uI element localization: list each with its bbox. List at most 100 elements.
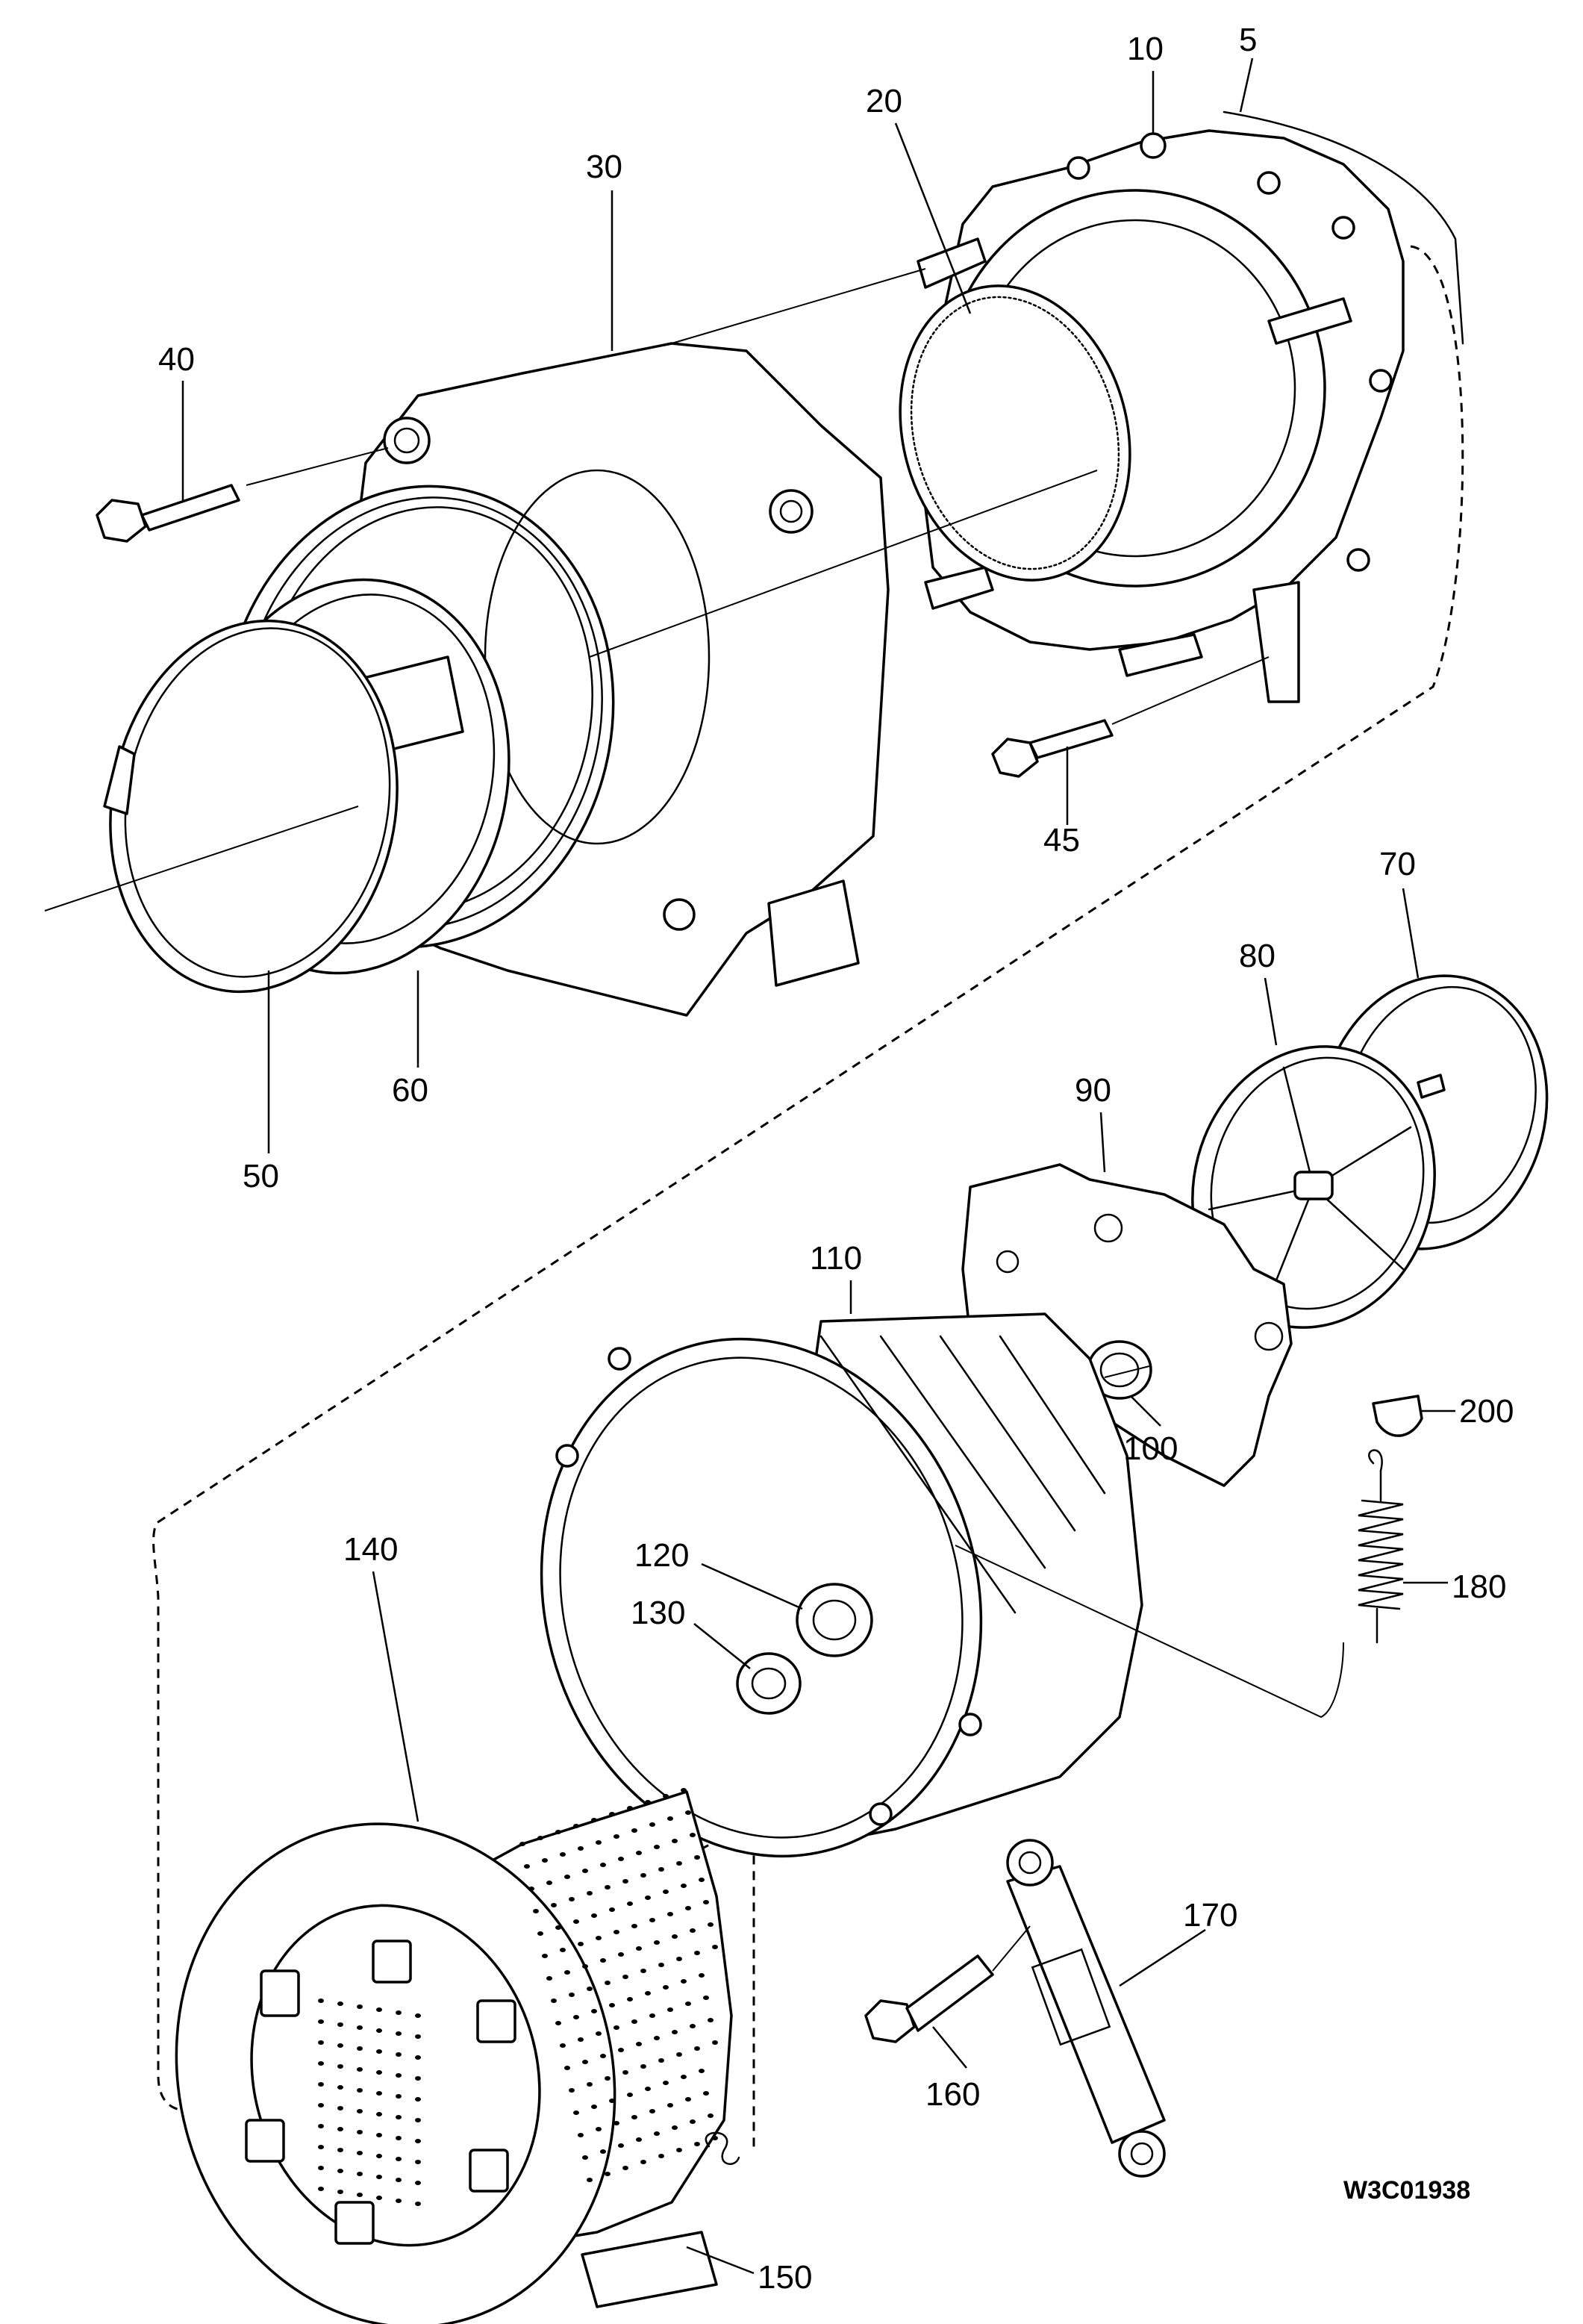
perforation-hole xyxy=(636,1851,642,1855)
perforation-hole xyxy=(573,2015,579,2019)
perforation-hole xyxy=(357,2151,363,2155)
perforation-hole xyxy=(357,2193,363,2197)
perforation-hole xyxy=(609,1812,615,1816)
leader-lines xyxy=(181,57,1455,2275)
perforation-hole xyxy=(663,1890,669,1894)
perforation-hole xyxy=(685,2001,691,2006)
perforation-hole xyxy=(667,2007,673,2012)
perforation-hole xyxy=(600,1958,606,1963)
perforation-hole xyxy=(600,1863,606,1867)
perforation-hole xyxy=(649,1822,655,1827)
perforation-hole xyxy=(551,1903,557,1907)
callout-110: 110 xyxy=(810,1240,862,1277)
perforation-hole xyxy=(569,1897,575,1901)
perforation-hole xyxy=(415,2118,421,2122)
perforation-hole xyxy=(622,2070,628,2075)
perforation-hole xyxy=(618,2048,624,2052)
perforation-hole xyxy=(658,1867,664,1872)
perforation-hole xyxy=(618,1857,624,1861)
perforation-hole xyxy=(318,2019,324,2024)
callout-40: 40 xyxy=(158,341,195,378)
perforation-hole xyxy=(415,2181,421,2185)
bearing-inner xyxy=(796,1583,873,1657)
perforation-hole xyxy=(396,2094,402,2099)
perforation-hole xyxy=(596,1840,602,1845)
perforation-hole xyxy=(415,2160,421,2164)
perforation-hole xyxy=(631,2019,637,2024)
perforation-hole xyxy=(640,1969,646,1973)
perforation-hole xyxy=(649,2109,655,2113)
perforation-hole xyxy=(318,2103,324,2108)
callout-90: 90 xyxy=(1075,1072,1111,1109)
perforation-hole xyxy=(681,2075,687,2079)
perforation-hole xyxy=(613,2025,619,2030)
perforation-hole xyxy=(627,2093,633,2097)
perforation-hole xyxy=(587,1891,593,1895)
perforation-hole xyxy=(609,1907,615,1912)
perforation-hole xyxy=(645,1800,651,1804)
perforation-hole xyxy=(694,1951,700,1955)
perforation-hole xyxy=(357,2046,363,2051)
perforation-hole xyxy=(708,1922,714,1927)
perforation-hole xyxy=(654,1940,660,1945)
perforation-hole xyxy=(663,1794,669,1798)
perforation-hole xyxy=(533,1909,539,1913)
perforation-hole xyxy=(712,1945,718,1949)
pulley-wheel xyxy=(1191,1045,1436,1329)
perforation-hole xyxy=(618,1952,624,1957)
perforation-hole xyxy=(396,2178,402,2182)
perforation-hole xyxy=(376,2154,382,2158)
perforation-hole xyxy=(546,1976,552,1981)
perforation-hole xyxy=(699,1878,705,1882)
perforation-hole xyxy=(663,1985,669,1990)
perforation-hole xyxy=(555,1830,561,1834)
perforation-hole xyxy=(591,1818,597,1822)
perforation-hole xyxy=(555,1925,561,1930)
perforation-hole xyxy=(376,2112,382,2116)
perforation-hole xyxy=(376,2091,382,2096)
callout-80: 80 xyxy=(1239,938,1276,974)
perforation-hole xyxy=(676,2148,682,2152)
perforation-hole xyxy=(690,2119,696,2124)
perforation-hole xyxy=(613,2121,619,2125)
perforation-hole xyxy=(573,1919,579,1924)
perforation-hole xyxy=(357,2172,363,2176)
perforation-hole xyxy=(636,1946,642,1951)
perforation-hole xyxy=(654,2036,660,2040)
perforation-hole xyxy=(587,2082,593,2087)
perforation-hole xyxy=(654,1845,660,1849)
perforation-hole xyxy=(357,2130,363,2134)
assembly-axes xyxy=(44,268,1344,1972)
perforation-hole xyxy=(318,2124,324,2128)
perforation-hole xyxy=(667,2103,673,2108)
perforation-hole xyxy=(337,2085,343,2090)
perforation-hole xyxy=(681,1788,687,1792)
perforation-hole xyxy=(694,2142,700,2146)
perforation-hole xyxy=(622,1975,628,1979)
perforation-hole xyxy=(591,2105,597,2109)
perforation-hole xyxy=(318,1999,324,2003)
perforation-hole xyxy=(658,2058,664,2063)
perforation-hole xyxy=(631,1828,637,1833)
perforation-hole xyxy=(337,2127,343,2131)
perforation-hole xyxy=(703,1996,709,2000)
perforation-hole xyxy=(537,1836,543,1840)
perforation-hole xyxy=(645,2087,651,2091)
perforation-hole xyxy=(681,1979,687,1984)
perforation-hole xyxy=(537,1931,543,1936)
perforation-hole xyxy=(600,2054,606,2058)
perforation-hole xyxy=(649,1918,655,1922)
perforation-hole xyxy=(685,1810,691,1815)
callout-45: 45 xyxy=(1043,822,1080,859)
perforation-hole xyxy=(376,2070,382,2075)
perforation-hole xyxy=(573,2110,579,2115)
perforation-hole xyxy=(396,2031,402,2036)
callout-160: 160 xyxy=(925,2076,980,2113)
perforation-hole xyxy=(396,2073,402,2078)
perforation-hole xyxy=(578,1846,584,1851)
perforation-hole xyxy=(596,2127,602,2131)
clamp-ring xyxy=(103,619,399,994)
callout-130: 130 xyxy=(631,1595,685,1631)
perforation-hole xyxy=(528,1887,534,1891)
